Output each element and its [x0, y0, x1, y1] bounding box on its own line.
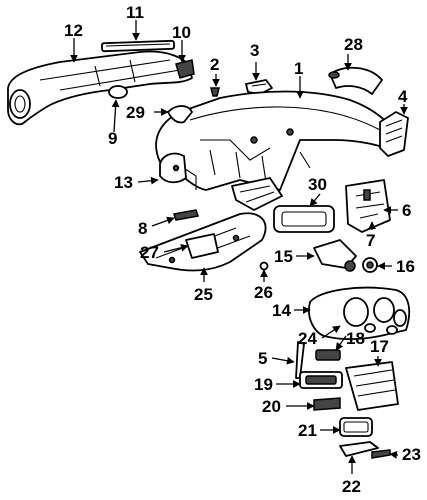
cover-21: [339, 417, 373, 437]
callout-26: 26: [254, 283, 273, 302]
callout-8: 8: [138, 219, 147, 238]
callout-28: 28: [344, 35, 363, 54]
callout-20: 20: [262, 397, 281, 416]
end-cap-13: [159, 152, 187, 184]
callout-23: 23: [402, 445, 421, 464]
callout-2: 2: [210, 55, 219, 74]
callout-1: 1: [294, 59, 303, 78]
clip-2: [210, 87, 220, 97]
callout-29: 29: [126, 103, 145, 122]
bracket-22-23: [339, 441, 391, 459]
callout-11: 11: [126, 3, 144, 22]
callout-15: 15: [274, 247, 293, 266]
callout-25: 25: [194, 285, 213, 304]
callout-30: 30: [308, 175, 327, 194]
center-vent-29: [167, 105, 193, 124]
control-bracket-6-7: [345, 179, 391, 233]
callout-4: 4: [398, 87, 408, 106]
callout-3: 3: [250, 41, 259, 60]
knob-16: [362, 257, 378, 273]
radio-trim-30: [273, 205, 335, 233]
callout-10: 10: [172, 23, 191, 42]
callout-24: 24: [298, 329, 317, 348]
callout-19: 19: [254, 375, 273, 394]
switch-panel-15: [313, 239, 357, 272]
callout-18: 18: [346, 329, 365, 348]
defroster-duct: [7, 50, 193, 126]
side-vent-4: [379, 111, 409, 157]
callout-labels: 1 2 3 4 5 6 7 8 9 10 11 12 13 14 15 16 1…: [64, 3, 421, 496]
callout-7: 7: [366, 231, 375, 250]
callout-22: 22: [342, 477, 361, 496]
callout-12: 12: [64, 21, 83, 40]
bracket-27: [185, 233, 219, 259]
sensor-bracket-3: [245, 79, 273, 95]
defroster-grille: [101, 39, 175, 53]
callout-17: 17: [370, 337, 389, 356]
callout-27: 27: [140, 243, 159, 262]
speaker-grille-28: [328, 66, 383, 95]
leader-lines: [70, 20, 408, 474]
callout-9: 9: [108, 129, 117, 148]
callout-13: 13: [114, 173, 133, 192]
switch-19: [299, 371, 343, 389]
callout-5: 5: [258, 349, 267, 368]
plug-18: [315, 349, 341, 361]
trim-20: [313, 397, 341, 411]
duct-bracket-10: [175, 59, 195, 79]
instrument-panel-pad: [155, 90, 399, 191]
clip-8: [173, 209, 199, 221]
callout-16: 16: [396, 257, 415, 276]
callout-21: 21: [298, 421, 317, 440]
vent-grille-17: [345, 361, 399, 411]
callout-14: 14: [272, 301, 291, 320]
fastener-26: [259, 261, 269, 271]
callout-6: 6: [402, 201, 411, 220]
support-bracket-lower: [231, 177, 283, 211]
